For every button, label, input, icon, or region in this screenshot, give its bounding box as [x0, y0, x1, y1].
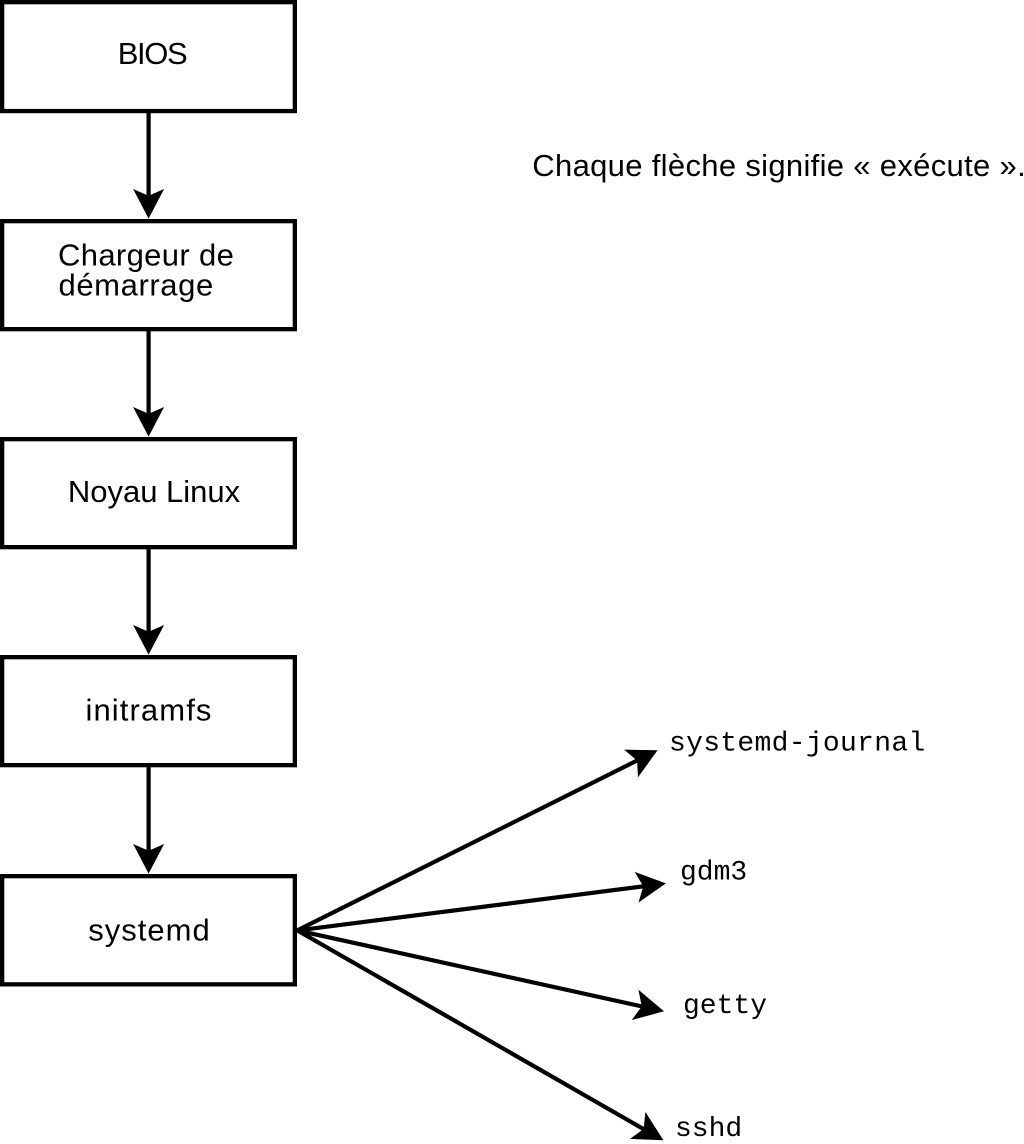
- svg-text:Chargeur de: Chargeur de: [58, 238, 234, 273]
- svg-text:getty: getty: [683, 991, 767, 1022]
- svg-text:Chaque flèche signifie « exécu: Chaque flèche signifie « exécute ».: [532, 148, 1024, 183]
- svg-text:initramfs: initramfs: [85, 693, 212, 728]
- svg-text:systemd: systemd: [88, 913, 210, 948]
- svg-text:Noyau Linux: Noyau Linux: [68, 474, 241, 509]
- svg-text:BIOS: BIOS: [118, 36, 187, 71]
- svg-text:sshd: sshd: [675, 1114, 742, 1144]
- svg-text:systemd-journal: systemd-journal: [669, 729, 926, 760]
- svg-text:démarrage: démarrage: [59, 268, 214, 303]
- svg-text:gdm3: gdm3: [680, 858, 747, 889]
